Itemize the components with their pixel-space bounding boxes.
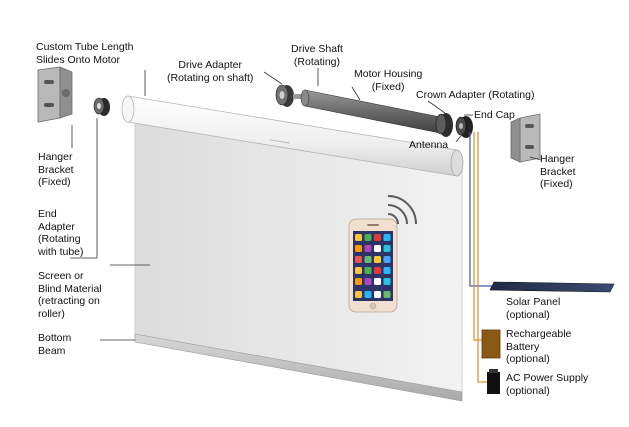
label-drive-adapter: Drive Adapter (Rotating on shaft) xyxy=(167,59,254,84)
label-crown-adapter: Crown Adapter (Rotating) xyxy=(416,89,535,101)
smartphone-icon xyxy=(348,218,398,313)
label-drive-shaft: Drive Shaft (Rotating) xyxy=(291,43,343,68)
app-icon xyxy=(355,256,362,263)
dock-icon xyxy=(355,291,362,298)
label-screen: Screen or Blind Material (retracting on … xyxy=(38,270,102,320)
leader-antenna xyxy=(455,131,465,143)
app-icon xyxy=(355,234,362,241)
power-wires xyxy=(469,132,494,383)
label-battery: Rechargeable Battery (optional) xyxy=(506,328,572,365)
dock-icon xyxy=(364,291,372,298)
app-icon xyxy=(383,245,391,252)
app-icon xyxy=(374,245,381,252)
app-icon xyxy=(374,234,381,241)
label-ac-power: AC Power Supply (optional) xyxy=(506,372,589,397)
bottom-beam xyxy=(134,333,463,402)
label-bottom-beam: Bottom Beam xyxy=(38,332,72,357)
label-custom-tube: Custom Tube Length Slides Onto Motor xyxy=(36,41,134,66)
hanger-bracket-right xyxy=(510,113,541,163)
motor-housing xyxy=(300,89,441,134)
leader-end-adapter xyxy=(70,118,98,259)
app-icon xyxy=(383,278,391,285)
end-adapter xyxy=(93,97,110,116)
app-icon xyxy=(364,234,372,241)
leader-drive-adapter xyxy=(263,71,283,85)
app-icon-grid xyxy=(355,234,391,298)
drive-adapter xyxy=(275,84,294,107)
label-hanger-right: Hanger Bracket (Fixed) xyxy=(540,153,576,190)
hanger-bracket-left xyxy=(37,66,73,123)
app-icon xyxy=(355,278,362,285)
app-icon xyxy=(383,256,391,263)
app-icon xyxy=(374,256,381,263)
app-icon xyxy=(374,278,381,285)
drive-shaft xyxy=(293,94,307,99)
app-icon xyxy=(364,256,372,263)
app-icon xyxy=(383,234,391,241)
app-icon xyxy=(364,278,372,285)
label-antenna: Antenna xyxy=(409,139,449,151)
rechargeable-battery xyxy=(481,329,501,359)
label-solar-panel: Solar Panel (optional) xyxy=(506,296,561,321)
dock-icon xyxy=(383,291,391,298)
app-icon xyxy=(364,267,372,274)
dock-icon xyxy=(374,291,381,298)
label-end-cap: End Cap xyxy=(474,109,515,121)
label-hanger-left: Hanger Bracket (Fixed) xyxy=(38,151,74,188)
leader-hanger-right xyxy=(529,156,542,161)
label-end-adapter: End Adapter (Rotating with tube) xyxy=(38,208,84,258)
ac-power-supply xyxy=(487,369,500,394)
app-icon xyxy=(374,267,381,274)
label-motor-housing: Motor Housing (Fixed) xyxy=(354,68,423,93)
roller-tube xyxy=(121,95,464,177)
solar-panel xyxy=(489,281,615,293)
leader-motor-housing xyxy=(351,86,361,101)
app-icon xyxy=(355,245,362,252)
app-icon xyxy=(355,267,362,274)
leader-crown-adapter xyxy=(427,100,446,114)
app-icon xyxy=(383,267,391,274)
crown-adapter xyxy=(435,113,453,137)
leader-lines xyxy=(70,68,542,341)
wireless-signal-icon xyxy=(387,195,417,225)
app-icon xyxy=(364,245,372,252)
